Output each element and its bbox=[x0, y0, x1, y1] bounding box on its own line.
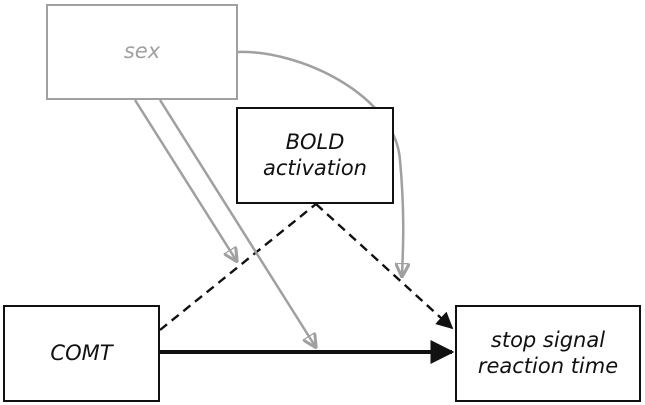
edge-sex-to-path-a bbox=[133, 99, 236, 260]
node-bold-activation: BOLD activation bbox=[236, 107, 394, 204]
edge-sex-to-path-c bbox=[158, 99, 315, 346]
node-comt: COMT bbox=[3, 305, 160, 402]
node-stop-signal-reaction-time-label: stop signal reaction time bbox=[477, 328, 619, 378]
edge-comt-to-bold bbox=[159, 203, 317, 331]
node-sex-label: sex bbox=[123, 39, 161, 64]
edge-sex-to-path-b bbox=[237, 50, 403, 275]
node-comt-label: COMT bbox=[50, 340, 113, 365]
node-sex: sex bbox=[46, 4, 238, 100]
node-stop-signal-reaction-time: stop signal reaction time bbox=[455, 305, 641, 402]
edge-bold-to-ssrt bbox=[315, 203, 454, 330]
node-bold-activation-label: BOLD activation bbox=[262, 130, 367, 180]
